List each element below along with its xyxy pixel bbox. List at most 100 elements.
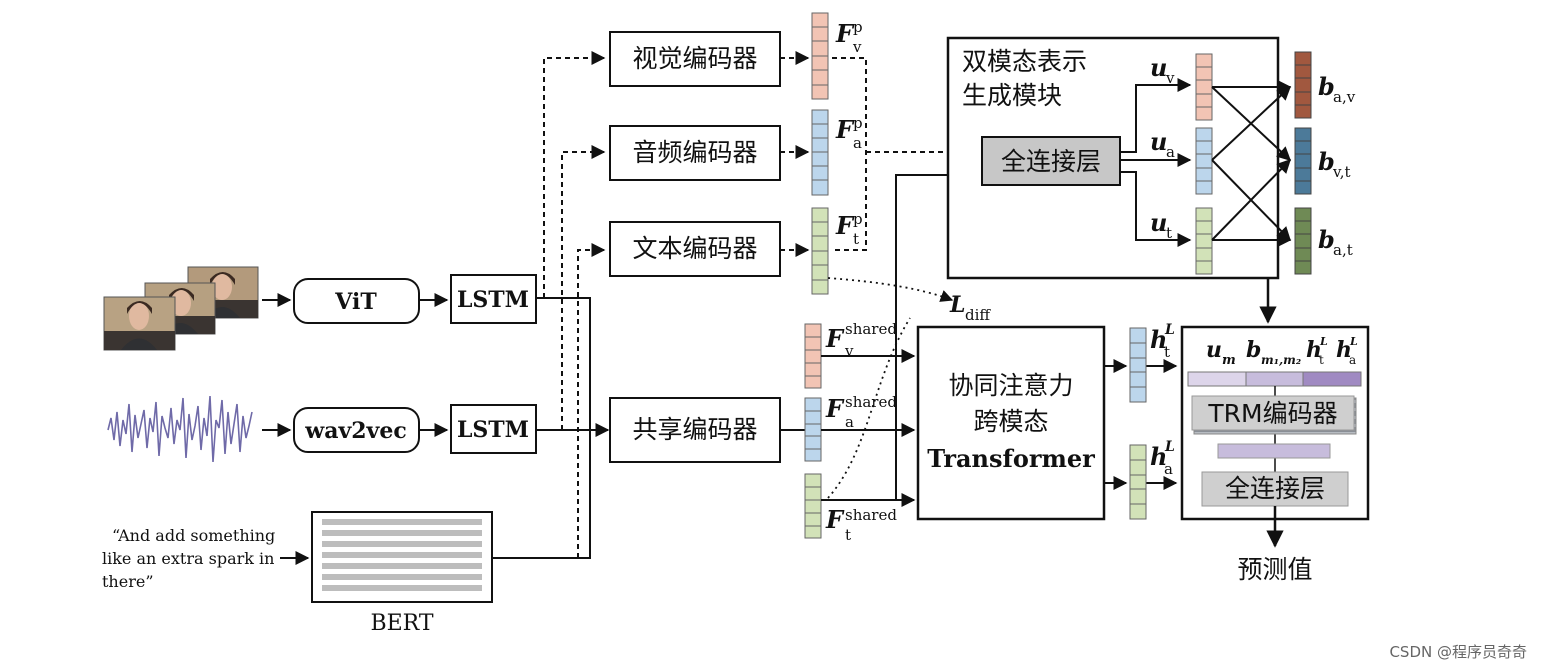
reduced-bar [1217,443,1331,459]
output-label-um: u m [1206,337,1236,368]
vector-ht [1129,327,1147,403]
svg-text:p: p [853,210,863,228]
vector-bat [1294,207,1312,275]
svg-text:a: a [1164,460,1173,478]
private-paths [543,51,606,558]
input-quote-line2: like an extra spark in [102,549,274,568]
label-ha: h a L [1150,439,1175,478]
svg-text:v: v [844,342,854,360]
shared-paths [492,297,610,559]
svg-text:L: L [1319,335,1328,348]
fc-to-u-arrows [1120,78,1192,247]
encoder-feature-arrows [780,51,810,257]
svg-text:a: a [853,134,862,152]
label-uv: u v [1150,53,1175,87]
label-Fv-private: F p v [835,18,863,56]
svg-text:shared: shared [845,320,897,338]
svg-text:F: F [835,19,855,48]
label-Ft-private: F p t [835,210,863,248]
video-frame-1 [103,296,176,351]
label-Fv-shared: F shared v [825,320,897,360]
svg-text:t: t [1164,343,1170,361]
label-bvt: b v,t [1318,147,1351,181]
feature-vector-Fv-shared [804,323,822,389]
svg-text:u: u [1206,337,1222,363]
output-fc-box [1201,471,1349,507]
shared-encoder-label: 共享编码器 [632,415,757,444]
svg-text:h: h [1336,337,1352,363]
label-Fa-private: F p a [835,114,863,152]
lstm-video-label: LSTM [457,287,529,313]
feature-vector-Fa-shared [804,397,822,462]
text-encoder-label: 文本编码器 [632,234,757,263]
vector-bvt [1294,127,1312,195]
svg-text:L: L [1349,335,1358,348]
svg-text:u: u [1150,208,1167,237]
svg-text:b: b [1318,225,1335,254]
svg-text:p: p [853,114,863,132]
vit-label: ViT [334,289,377,315]
svg-text:t: t [1166,224,1172,242]
trm-encoder-box [1191,395,1355,431]
svg-text:L: L [1164,322,1175,338]
svg-text:F: F [835,115,855,144]
svg-text:v,t: v,t [1332,163,1351,181]
vector-ua [1195,127,1213,195]
output-label-ht: h t L [1306,335,1328,367]
svg-text:t: t [845,526,851,544]
watermark: CSDN @程序员奇奇 [1389,643,1527,661]
audio-encoder-label: 音频编码器 [632,138,757,167]
svg-text:b: b [1246,337,1261,363]
svg-text:a: a [1349,353,1356,367]
svg-text:a,v: a,v [1333,88,1356,106]
bimodal-fc-label: 全连接层 [1001,147,1101,176]
video-frames-image [103,266,259,351]
svg-text:L: L [949,292,965,318]
output-label-bm: b m₁,m₂ [1246,337,1301,367]
svg-text:a,t: a,t [1333,241,1353,259]
transformer-box [916,325,1106,521]
feature-vector-Ft-shared [804,473,822,539]
svg-text:h: h [1150,442,1167,471]
concat-bar [1187,371,1362,387]
svg-text:F: F [825,324,845,353]
label-ht: h t L [1150,322,1175,361]
label-ua: u a [1150,127,1175,161]
svg-text:v: v [852,38,862,56]
svg-text:diff: diff [965,306,991,324]
svg-text:m₁,m₂: m₁,m₂ [1261,353,1301,367]
svg-text:v: v [1165,69,1175,87]
bimodal-title-line1: 双模态表示 [962,47,1087,76]
svg-text:L: L [1164,439,1175,455]
svg-text:m: m [1222,353,1236,368]
svg-text:shared: shared [845,506,897,524]
lstm-audio-label: LSTM [457,417,529,443]
svg-text:u: u [1150,53,1167,82]
bimodal-fc-box [981,136,1121,186]
u-to-b-arrows [1211,80,1292,247]
shared-encoder-box [609,397,781,463]
label-Fa-shared: F shared a [825,393,897,431]
label-bat: b a,t [1318,225,1353,259]
vector-bav [1294,51,1312,119]
trm-encoder-label: TRM编码器 [1207,399,1337,428]
feature-vector-Fa-private [811,109,829,196]
svg-text:a: a [1166,143,1175,161]
input-arrows [262,293,449,565]
svg-text:b: b [1318,147,1335,176]
ldiff-curves [827,277,954,499]
svg-text:p: p [853,18,863,36]
audio-waveform-image [107,395,253,463]
output-label-ha: h a L [1336,335,1358,367]
svg-text:a: a [845,413,854,431]
feature-vector-Fv-private [811,12,829,100]
transformer-output-arrows [1104,359,1178,490]
transformer-line1: 协同注意力 [948,371,1073,400]
bert-box [311,511,493,603]
input-quote-line3: there” [102,572,154,591]
svg-text:h: h [1306,337,1322,363]
bimodal-title-line2: 生成模块 [962,81,1062,110]
vector-ut [1195,207,1213,275]
label-ut: u t [1150,208,1172,242]
